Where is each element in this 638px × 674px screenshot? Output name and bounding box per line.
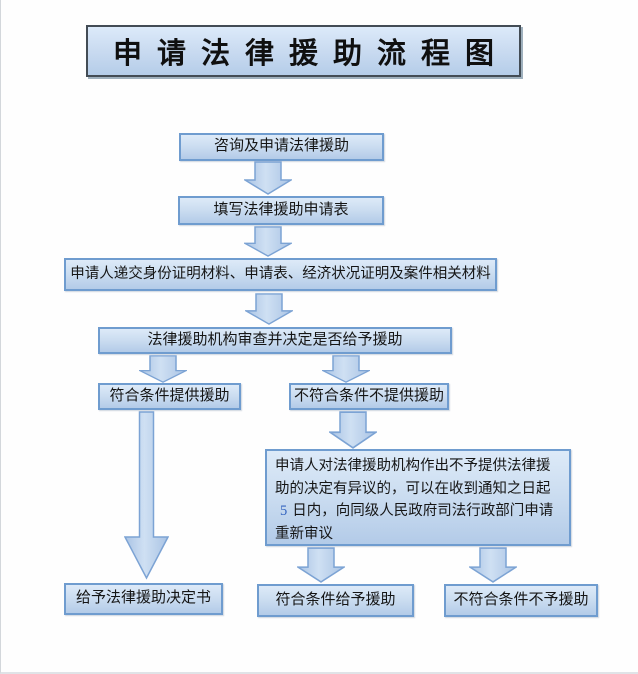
step-review-box: 法律援助机构审查并决定是否给予援助 [98,327,452,354]
down-arrow-branch-left [139,355,187,383]
down-arrow-branch-right [322,355,370,383]
branch-eligible-label: 符合条件提供援助 [109,387,230,404]
result-deny-label: 不符合条件不予援助 [453,591,589,608]
down-arrow-2 [244,226,292,257]
result-grant-box: 符合条件给予援助 [257,584,414,617]
step-submit-materials-box: 申请人递交身份证明材料、申请表、经济状况证明及案件相关材料 [64,258,497,291]
down-arrow-3 [245,293,293,325]
step-fill-form-label: 填写法律援助申请表 [213,201,349,218]
step-consult-box: 咨询及申请法律援助 [179,133,384,161]
appeal-note-part2: 日内，向同级人民政府司法行政部门申请重新审议 [275,503,554,542]
appeal-days-number: 5 [280,503,288,519]
step-submit-materials-label: 申请人递交身份证明材料、申请表、经济状况证明及案件相关材料 [70,266,491,283]
result-decision-letter-box: 给予法律援助决定书 [64,583,223,615]
step-fill-form-box: 填写法律援助申请表 [178,196,384,225]
down-arrow-result-deny [469,547,517,583]
step-review-label: 法律援助机构审查并决定是否给予援助 [147,331,403,348]
result-grant-label: 符合条件给予援助 [275,591,396,608]
branch-eligible-box: 符合条件提供援助 [98,383,241,410]
result-decision-letter-label: 给予法律援助决定书 [75,590,211,607]
result-deny-box: 不符合条件不予援助 [444,584,598,617]
step-consult-label: 咨询及申请法律援助 [213,138,349,155]
down-arrow-to-appeal [329,411,377,449]
down-arrow-1 [244,161,292,195]
appeal-note-part1: 申请人对法律援助机构作出不予提供法律援助的决定有异议的，可以在收到通知之日起 [275,458,551,497]
long-down-arrow [124,411,169,580]
branch-not-eligible-box: 不符合条件不提供援助 [289,383,449,410]
down-arrow-result-grant [297,547,345,583]
flowchart-title: 申请法律援助流程图 [86,25,521,77]
flowchart-title-text: 申请法律援助流程图 [112,38,509,70]
branch-not-eligible-label: 不符合条件不提供援助 [293,387,444,404]
